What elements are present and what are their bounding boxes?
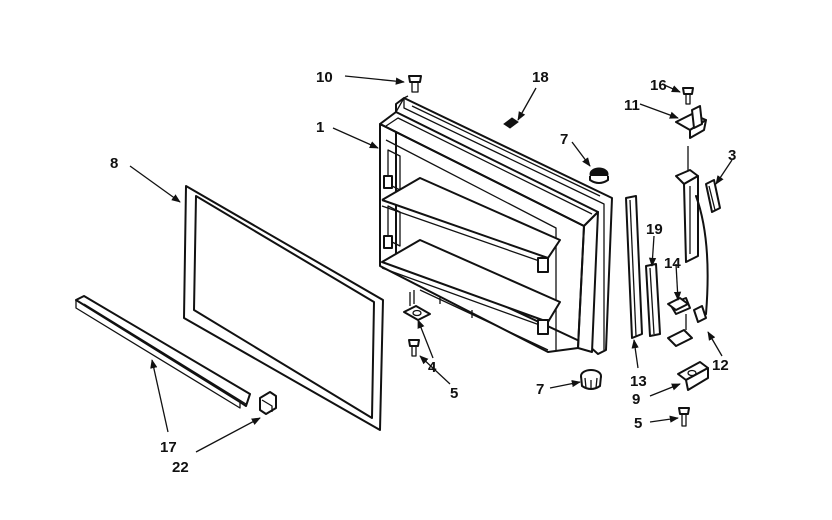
leader-5-left bbox=[419, 355, 451, 385]
callout-16: 16 bbox=[650, 77, 667, 94]
leader-5-right bbox=[649, 415, 679, 423]
callout-5-right: 5 bbox=[634, 415, 642, 432]
callout-13: 13 bbox=[630, 373, 647, 390]
leader-13 bbox=[631, 339, 639, 369]
callout-10: 10 bbox=[316, 69, 333, 86]
screw-part-16 bbox=[682, 87, 694, 105]
bushing-part-4 bbox=[403, 290, 431, 321]
screw-part-5-left bbox=[408, 339, 420, 357]
leader-12 bbox=[707, 331, 723, 357]
callout-12: 12 bbox=[712, 357, 729, 374]
plug-part-7-top bbox=[589, 167, 609, 184]
leader-16 bbox=[661, 83, 681, 93]
callout-7-top: 7 bbox=[560, 131, 568, 148]
leader-19 bbox=[648, 235, 657, 267]
leader-14 bbox=[673, 263, 682, 301]
leader-17 bbox=[150, 359, 169, 433]
leader-7-bottom bbox=[549, 380, 581, 389]
leader-1 bbox=[332, 127, 379, 149]
bottom-hinge-part-9 bbox=[677, 361, 709, 391]
hinge-cover-part-19 bbox=[645, 263, 661, 337]
trim-end-cap-part bbox=[259, 391, 277, 415]
screw-part-5-right bbox=[678, 407, 690, 427]
door-stop-part-13 bbox=[625, 195, 643, 339]
leader-3 bbox=[715, 159, 733, 185]
callout-labels: 10 1 8 18 7 7 4 5 16 11 3 19 14 12 13 9 … bbox=[110, 69, 736, 476]
top-hinge-part-11 bbox=[675, 105, 707, 139]
callout-3: 3 bbox=[728, 147, 736, 164]
bracket-part-3 bbox=[705, 179, 721, 213]
callout-4: 4 bbox=[428, 359, 437, 376]
leader-4 bbox=[417, 319, 434, 359]
callout-11: 11 bbox=[624, 97, 640, 114]
label-part-18 bbox=[503, 117, 519, 129]
callout-7-bottom: 7 bbox=[536, 381, 544, 398]
callout-1: 1 bbox=[316, 119, 324, 136]
leader-7-top bbox=[571, 141, 591, 167]
callout-18: 18 bbox=[532, 69, 549, 86]
leader-11 bbox=[639, 103, 679, 119]
plug-part-7-bottom bbox=[580, 369, 602, 390]
callout-14: 14 bbox=[664, 255, 681, 272]
leader-22 bbox=[195, 417, 261, 453]
screw-part-10 bbox=[408, 75, 422, 93]
callout-22: 22 bbox=[172, 459, 189, 476]
callout-9: 9 bbox=[632, 391, 640, 408]
callout-8: 8 bbox=[110, 155, 118, 172]
door-trim-strip-part bbox=[75, 295, 251, 409]
callout-5-left: 5 bbox=[450, 385, 458, 402]
callout-19: 19 bbox=[646, 221, 663, 238]
leader-9 bbox=[649, 383, 681, 397]
leader-8 bbox=[129, 165, 181, 203]
leader-10 bbox=[344, 75, 405, 85]
callout-17: 17 bbox=[160, 439, 177, 456]
door-panel-part bbox=[379, 95, 613, 355]
hinge-arm-part-12 bbox=[667, 146, 709, 347]
leader-lines bbox=[129, 75, 733, 453]
leader-18 bbox=[517, 87, 537, 121]
door-gasket-part bbox=[183, 185, 384, 431]
